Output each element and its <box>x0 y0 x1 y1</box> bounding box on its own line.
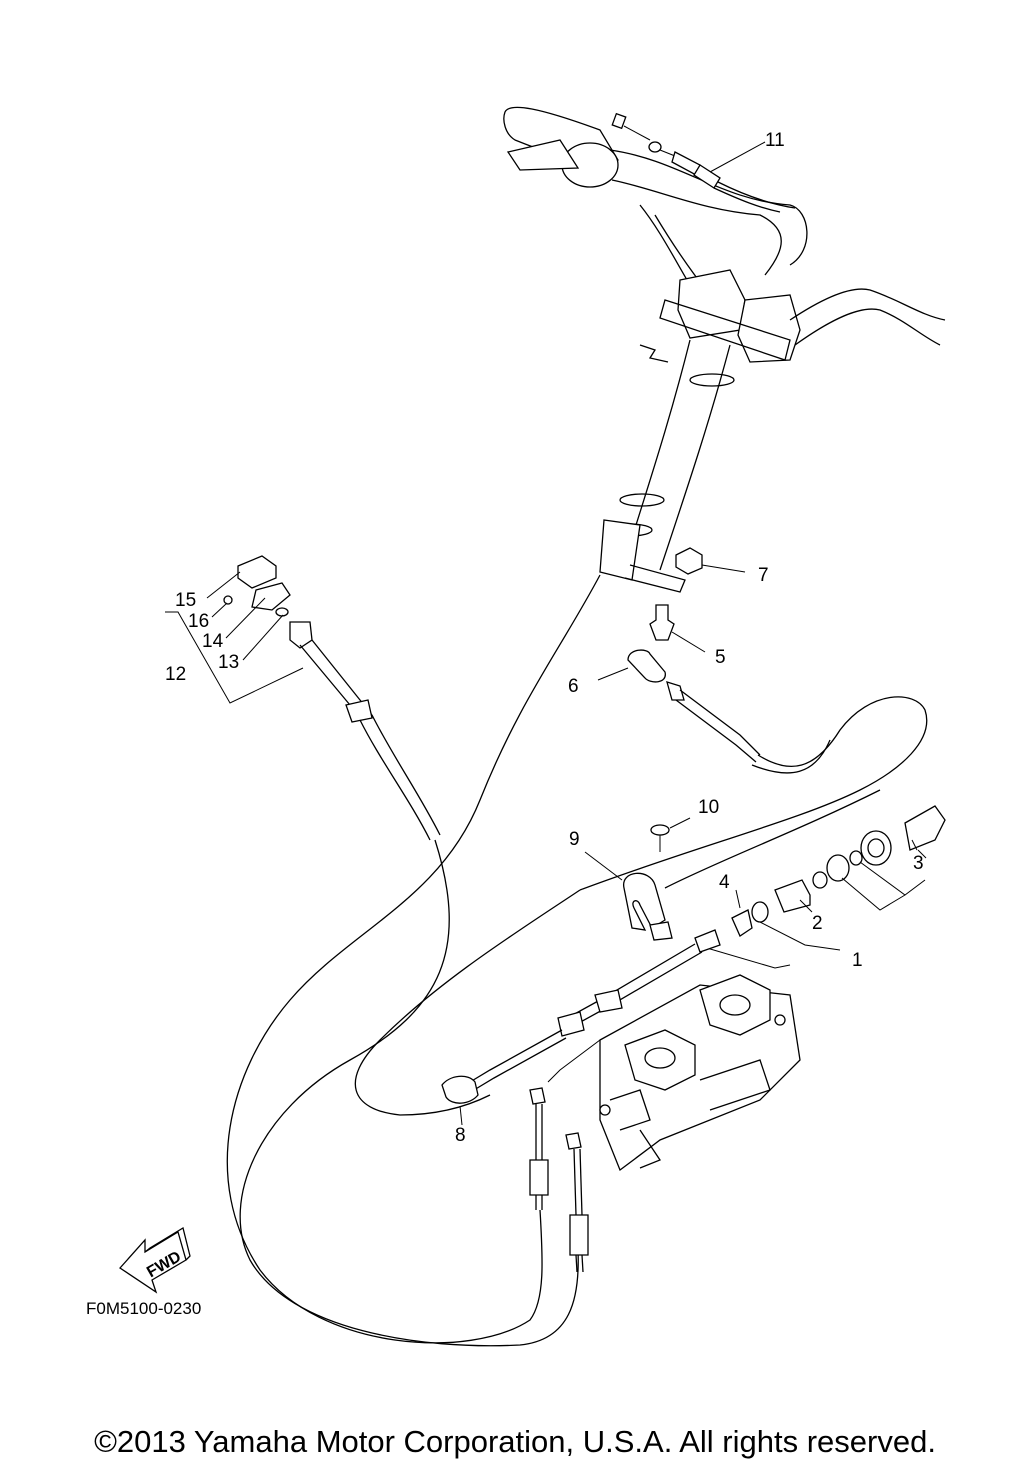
lower-cable-connectors <box>529 1087 589 1273</box>
switch-assembly <box>165 555 441 841</box>
part-label-12: 12 <box>165 664 186 685</box>
part-label-3: 3 <box>913 853 924 874</box>
choke-cable-parts <box>579 547 928 891</box>
part-label-15: 15 <box>175 590 196 611</box>
part-label-7: 7 <box>758 565 769 586</box>
fwd-arrow-icon: FWD <box>119 1226 191 1294</box>
cable-end-parts <box>699 805 946 969</box>
part-label-4: 4 <box>719 872 730 893</box>
part-label-13: 13 <box>218 652 239 673</box>
leader-lines <box>917 849 927 859</box>
cable-routing <box>226 574 881 1347</box>
part-label-11: 11 <box>765 130 785 151</box>
bracket-parts <box>584 817 691 941</box>
part-label-6: 6 <box>568 676 579 697</box>
part-label-16: 16 <box>188 611 209 632</box>
part-label-2: 2 <box>812 913 823 934</box>
handlebar <box>503 106 946 593</box>
copyright-notice: ©2013 Yamaha Motor Corporation, U.S.A. A… <box>94 1424 936 1459</box>
part-label-10: 10 <box>698 797 719 818</box>
part-label-8: 8 <box>455 1125 466 1146</box>
throttle-cable <box>611 112 796 213</box>
part-label-1: 1 <box>852 950 863 971</box>
main-cable <box>441 929 721 1126</box>
carburetor-assembly <box>547 974 801 1172</box>
part-label-5: 5 <box>715 647 726 668</box>
part-label-14: 14 <box>202 631 224 652</box>
part-label-9: 9 <box>569 829 580 850</box>
drawing-code: F0M5100-0230 <box>86 1299 201 1318</box>
